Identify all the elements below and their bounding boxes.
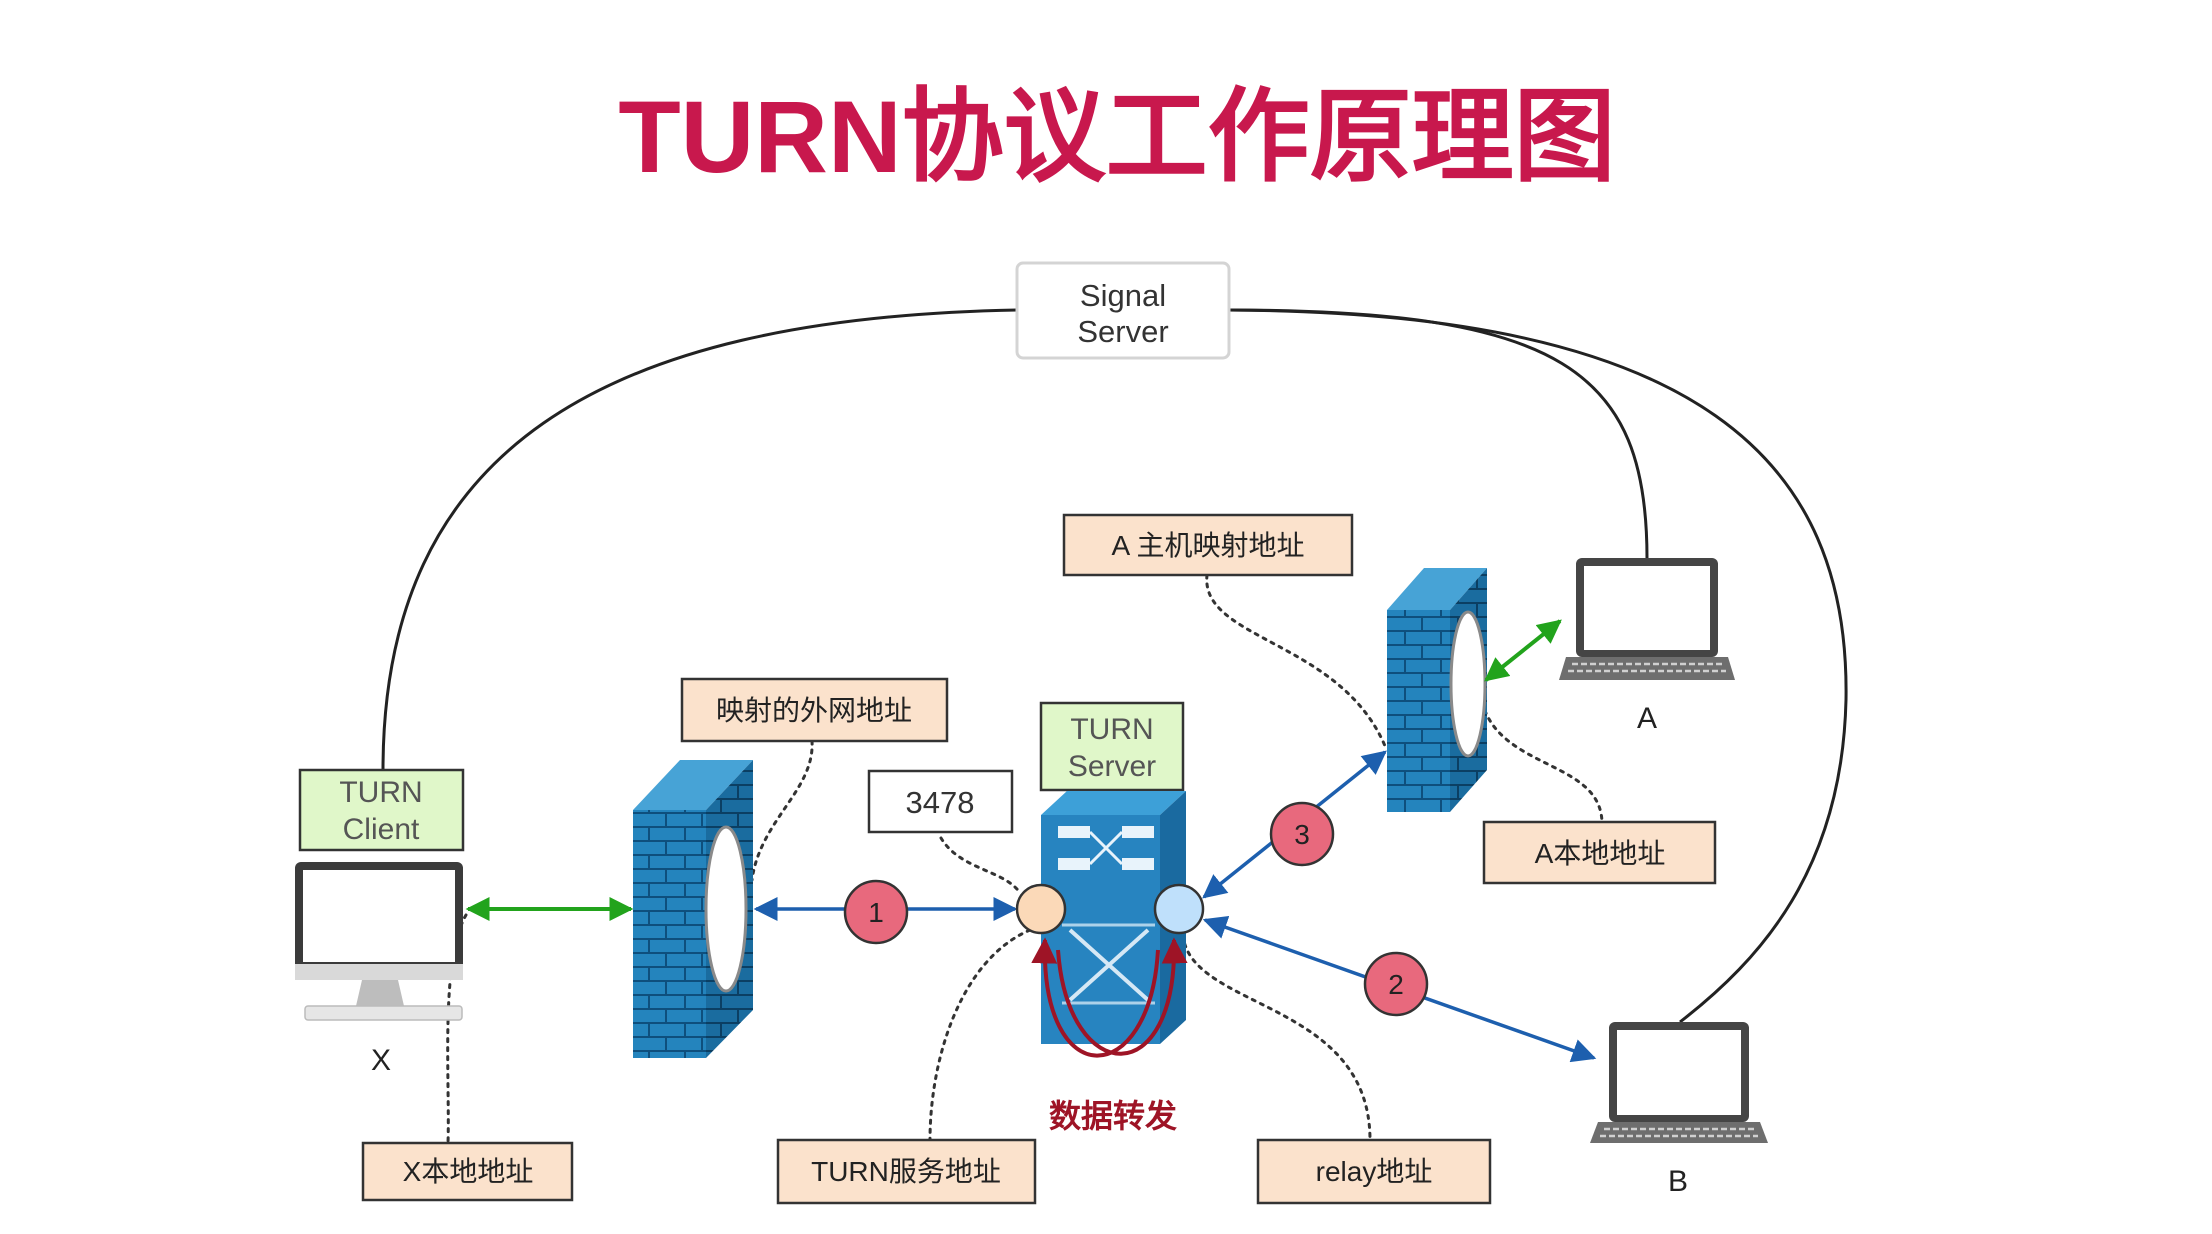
turn-service-address-box: TURN服务地址 <box>776 1138 1037 1205</box>
firewall-x-opening <box>704 825 748 993</box>
signal-link-x <box>381 308 1018 771</box>
step-2-number: 2 <box>1388 969 1404 1000</box>
host-x-label: X <box>371 1044 391 1077</box>
turn-client-box: TURN Client <box>298 768 465 852</box>
mapped-external-address-box: 映射的外网地址 <box>680 677 949 743</box>
lan-arrow-a <box>1484 619 1562 682</box>
port-label: 3478 <box>906 785 975 820</box>
a-host-mapped-address-label: A 主机映射地址 <box>1112 530 1305 561</box>
turn-server-label-line1: TURN <box>1070 713 1153 746</box>
x-local-address-label: X本地地址 <box>403 1156 534 1187</box>
signal-link-b <box>1227 308 1848 1024</box>
leader-port <box>939 836 1022 895</box>
firewall-icon <box>633 760 753 1058</box>
laptop-icon <box>1590 1022 1768 1143</box>
desktop-monitor-icon <box>295 862 463 1021</box>
relay-arrow-to-relay <box>1056 937 1188 1056</box>
a-local-address-label: A本地地址 <box>1535 838 1666 869</box>
port-box: 3478 <box>867 769 1014 834</box>
leader-relay <box>1181 933 1372 1142</box>
leader-a-host-mapped <box>1205 573 1387 748</box>
a-host-mapped-address-box: A 主机映射地址 <box>1062 513 1354 577</box>
relay-address-label: relay地址 <box>1316 1156 1433 1187</box>
laptop-icon <box>1559 558 1735 680</box>
relay-arrow-to-service <box>1031 937 1160 1058</box>
turn-server-label-line2: Server <box>1068 750 1156 783</box>
relay-port-circle <box>1153 883 1205 935</box>
step-3-badge: 3 <box>1269 801 1335 867</box>
leader-a-local <box>1480 700 1604 824</box>
step-1-number: 1 <box>868 897 884 928</box>
step-2-badge: 2 <box>1363 951 1429 1017</box>
step-3-number: 3 <box>1294 819 1310 850</box>
mapped-external-address-label: 映射的外网地址 <box>716 695 912 726</box>
firewall-icon <box>1387 568 1487 812</box>
leader-turn-service <box>928 928 1032 1142</box>
host-b-label: B <box>1668 1165 1688 1198</box>
turn-client-label-line1: TURN <box>339 776 422 809</box>
step-1-badge: 1 <box>843 879 909 945</box>
turn-service-address-label: TURN服务地址 <box>811 1156 1001 1187</box>
leader-mapped-external <box>750 739 814 882</box>
turn-service-port-circle <box>1015 883 1067 935</box>
turn-client-label-line2: Client <box>343 813 420 846</box>
signal-server-box: Signal Server <box>1015 261 1231 360</box>
relay-address-box: relay地址 <box>1256 1138 1492 1205</box>
signal-server-label-line2: Server <box>1077 314 1168 349</box>
relay-forwarding-label: 数据转发 <box>1049 1098 1177 1134</box>
diagram-title: TURN协议工作原理图 <box>618 80 1615 194</box>
turn-server-box: TURN Server <box>1039 701 1185 792</box>
x-local-address-box: X本地地址 <box>361 1141 574 1202</box>
signal-server-label-line1: Signal <box>1080 278 1166 313</box>
host-a-label: A <box>1637 702 1657 735</box>
a-local-address-box: A本地地址 <box>1482 820 1717 885</box>
firewall-a-opening <box>1449 610 1487 758</box>
